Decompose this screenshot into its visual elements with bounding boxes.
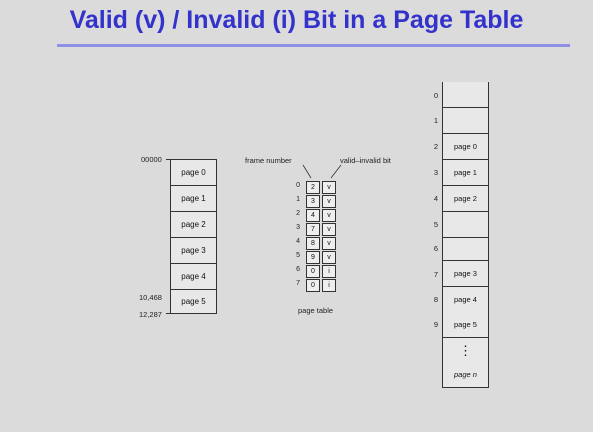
valid-pointer-line <box>330 164 342 179</box>
valid-invalid-label: valid–invalid bit <box>340 156 391 165</box>
pt-frame-cell: 7 <box>306 223 320 236</box>
logical-page: page 1 <box>171 186 216 212</box>
frame-slot <box>442 82 489 108</box>
frame-slot: page 0 <box>442 134 489 160</box>
logical-page: page 3 <box>171 238 216 264</box>
frame-slot: page 2 <box>442 186 489 212</box>
pt-bit-cell: v <box>322 195 336 208</box>
frame-slot: page 1 <box>442 160 489 186</box>
pt-index: 2 <box>296 210 300 217</box>
logical-addr-start: 00000 <box>141 155 162 164</box>
title-underline <box>57 44 570 47</box>
logical-page: page 0 <box>171 160 216 186</box>
slide-title: Valid (v) / Invalid (i) Bit in a Page Ta… <box>69 6 524 34</box>
frame-slot <box>442 238 489 261</box>
frame-index: 2 <box>433 142 438 151</box>
pt-bit-cell: i <box>322 265 336 278</box>
addr-tick-start <box>166 159 170 160</box>
pt-bit-cell: v <box>322 251 336 264</box>
logical-page: page 2 <box>171 212 216 238</box>
pt-frame-cell: 3 <box>306 195 320 208</box>
pt-bit-cell: i <box>322 279 336 292</box>
ellipsis-slot: ⋮ <box>442 338 489 364</box>
frame-index: 4 <box>433 194 438 203</box>
pt-index: 6 <box>296 266 300 273</box>
logical-memory-box: page 0 page 1 page 2 page 3 page 4 page … <box>170 159 217 314</box>
pt-bit-cell: v <box>322 209 336 222</box>
last-frame-slot: page n <box>442 362 489 388</box>
pt-bit-cell: v <box>322 223 336 236</box>
pt-index: 0 <box>296 182 300 189</box>
pt-frame-cell: 2 <box>306 181 320 194</box>
frame-slot: page 3 <box>442 261 489 287</box>
frame-slot <box>442 212 489 238</box>
frame-number-label: frame number <box>245 156 292 165</box>
frame-index: 5 <box>433 220 438 229</box>
frame-slot: page 5 <box>442 312 489 338</box>
pt-frame-cell: 8 <box>306 237 320 250</box>
frame-index: 6 <box>433 244 438 253</box>
frame-index: 9 <box>433 320 438 329</box>
pt-frame-cell: 0 <box>306 265 320 278</box>
pt-frame-cell: 0 <box>306 279 320 292</box>
frame-index: 7 <box>433 270 438 279</box>
pt-index: 5 <box>296 252 300 259</box>
pt-bit-cell: v <box>322 237 336 250</box>
pt-index: 3 <box>296 224 300 231</box>
logical-page: page 5 <box>181 297 206 306</box>
logical-addr-end: 12,287 <box>139 310 162 319</box>
page-table-caption: page table <box>298 306 334 315</box>
logical-addr-mid: 10,468 <box>139 293 162 302</box>
frame-index: 8 <box>433 295 438 304</box>
frame-index: 0 <box>433 91 438 100</box>
pt-frame-cell: 4 <box>306 209 320 222</box>
frame-slot: page 4 <box>442 287 489 313</box>
frame-pointer-line <box>302 164 312 179</box>
pt-index: 7 <box>296 280 300 287</box>
frame-index: 1 <box>433 116 438 125</box>
logical-page: page 4 <box>171 264 216 290</box>
frame-index: 3 <box>433 168 438 177</box>
frame-slot <box>442 108 489 134</box>
pt-bit-cell: v <box>322 181 336 194</box>
addr-tick-end <box>166 313 170 314</box>
pt-frame-cell: 9 <box>306 251 320 264</box>
pt-index: 4 <box>296 238 300 245</box>
pt-index: 1 <box>296 196 300 203</box>
